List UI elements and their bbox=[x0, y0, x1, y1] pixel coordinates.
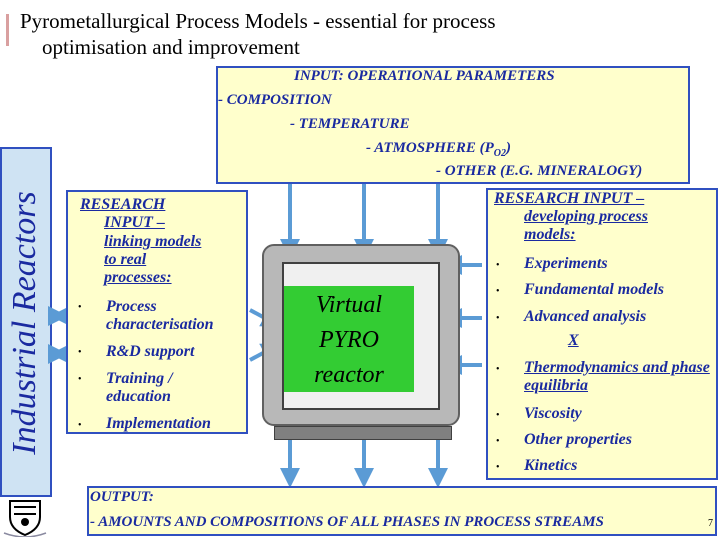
right-header-1: RESEARCH INPUT – bbox=[494, 190, 645, 207]
left-bullet-rd: R&D support bbox=[106, 343, 195, 360]
input-atmosphere-subscript: O2 bbox=[493, 148, 507, 159]
left-header-1: RESEARCH bbox=[80, 196, 166, 213]
virtual-line: Virtual bbox=[315, 292, 383, 318]
page-title: Pyrometallurgical Process Models - essen… bbox=[20, 8, 660, 60]
input-item-other: - OTHER (E.G. MINERALOGY) bbox=[436, 163, 643, 179]
output-line: - AMOUNTS AND COMPOSITIONS OF ALL PHASES… bbox=[90, 514, 604, 530]
input-item-atmosphere: - ATMOSPHERE (PO2) bbox=[366, 140, 512, 159]
right-header-3: models: bbox=[524, 226, 576, 243]
output-box bbox=[87, 486, 717, 536]
right-bullet-advanced: Advanced analysis bbox=[524, 308, 647, 325]
left-header-3: linking models bbox=[104, 233, 202, 250]
input-item-composition: - COMPOSITION bbox=[218, 92, 332, 108]
left-bullet-dot: • bbox=[78, 302, 82, 313]
right-bullet-dot: • bbox=[496, 260, 500, 271]
right-bullet-dot: • bbox=[496, 313, 500, 324]
reactor-line: reactor bbox=[314, 362, 384, 388]
research-linking-box bbox=[66, 190, 248, 434]
title-line-1: Pyrometallurgical Process Models - essen… bbox=[20, 9, 496, 33]
left-bullet-dot: • bbox=[78, 420, 82, 431]
right-bullet-dot: • bbox=[496, 462, 500, 473]
right-bullet-dot: • bbox=[496, 286, 500, 297]
right-bullet-dot: • bbox=[496, 410, 500, 421]
virtual-reactor-label: Virtual PYRO reactor bbox=[284, 288, 414, 393]
left-bullet-dot: • bbox=[78, 374, 82, 385]
left-header-5: processes: bbox=[104, 269, 172, 286]
left-header-4: to real bbox=[104, 251, 147, 268]
right-bullet-dot: • bbox=[496, 436, 500, 447]
left-bullet-training: Training / education bbox=[106, 370, 173, 405]
monitor-stand bbox=[274, 426, 452, 440]
university-crest-icon bbox=[3, 500, 47, 537]
title-accent-mark bbox=[6, 14, 9, 46]
virtual-reactor-panel bbox=[284, 286, 414, 392]
right-x-mark: X bbox=[568, 332, 579, 349]
title-line-2: optimisation and improvement bbox=[42, 35, 300, 59]
left-bullet-dot: • bbox=[78, 347, 82, 358]
output-header: OUTPUT: bbox=[90, 489, 154, 505]
page-number: 7 bbox=[708, 518, 713, 529]
right-bullet-dot: • bbox=[496, 364, 500, 375]
left-bullet-implementation: Implementation bbox=[106, 415, 211, 432]
pyro-line: PYRO bbox=[319, 327, 379, 353]
input-header: INPUT: OPERATIONAL PARAMETERS bbox=[294, 68, 555, 84]
input-item-temperature: - TEMPERATURE bbox=[290, 116, 410, 132]
input-parameters-box bbox=[216, 66, 690, 184]
right-bullet-other: Other properties bbox=[524, 431, 632, 448]
right-bullet-thermo: Thermodynamics and phase equilibria bbox=[524, 359, 710, 394]
left-bullet-process: Process characterisation bbox=[106, 298, 214, 333]
right-bullet-kinetics: Kinetics bbox=[524, 457, 578, 474]
research-developing-box bbox=[486, 188, 718, 480]
right-bullet-fundamental: Fundamental models bbox=[524, 281, 665, 298]
right-header-2: developing process bbox=[524, 208, 648, 225]
right-bullet-viscosity: Viscosity bbox=[524, 405, 582, 422]
right-bullet-experiments: Experiments bbox=[524, 255, 608, 272]
left-header-2: INPUT – bbox=[104, 214, 165, 231]
